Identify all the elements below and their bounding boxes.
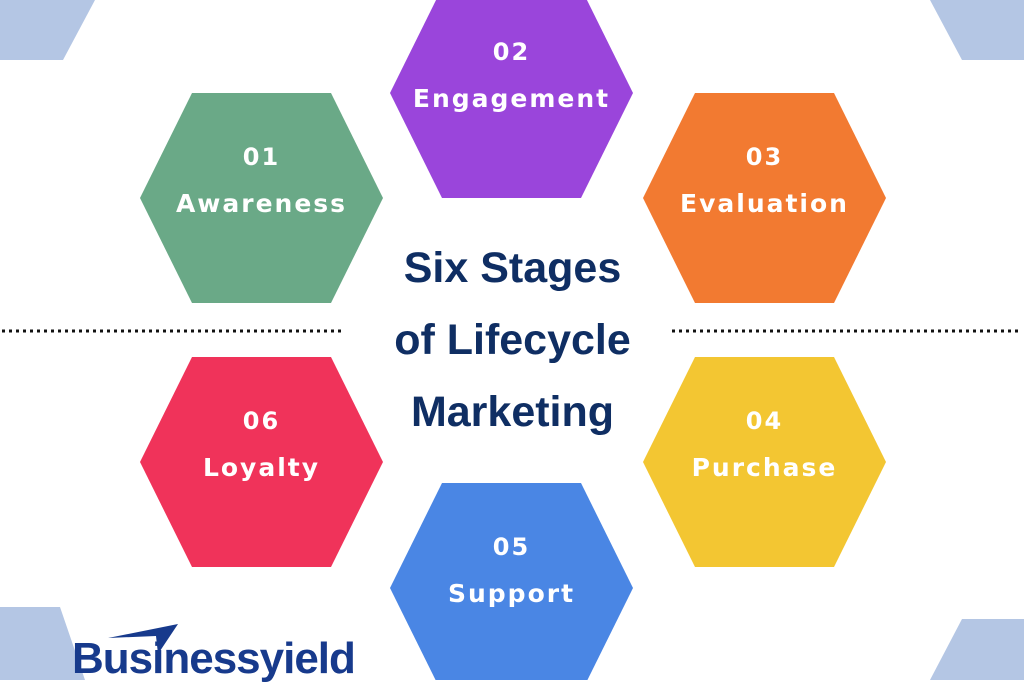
title-line-2: of Lifecycle — [394, 316, 631, 364]
stage-name: Purchase — [691, 453, 838, 482]
title-line-1: Six Stages — [403, 244, 622, 292]
corner-shape-top-right — [930, 0, 1024, 60]
corner-shape-bottom-right — [930, 619, 1024, 680]
stage-name: Loyalty — [202, 453, 321, 482]
hexagon-engagement — [390, 0, 633, 198]
stage-number: 04 — [745, 407, 784, 435]
businessyield-logo: Businessyield — [72, 624, 356, 683]
stage-number: 02 — [492, 38, 531, 66]
stage-number: 01 — [242, 143, 281, 171]
hexagon-purchase — [643, 357, 886, 567]
logo-arrow-icon — [108, 624, 178, 654]
stage-number: 06 — [242, 407, 281, 435]
stage-name: Awareness — [175, 189, 348, 218]
stage-number: 05 — [492, 533, 531, 561]
title-line-3: Marketing — [410, 388, 615, 436]
stage-name: Engagement — [412, 84, 611, 113]
stage-name: Support — [447, 579, 576, 608]
logo-text: Businessyield — [72, 634, 356, 683]
corner-shape-bottom-left — [0, 607, 85, 680]
hexagon-evaluation — [643, 93, 886, 303]
hexagon-support — [390, 483, 633, 680]
stage-name: Evaluation — [680, 189, 849, 218]
corner-shape-top-left — [0, 0, 95, 60]
hexagon-awareness — [140, 93, 383, 303]
stage-number: 03 — [745, 143, 784, 171]
diagram-title: Six Stages of Lifecycle Marketing — [345, 232, 680, 448]
hexagon-loyalty — [140, 357, 383, 567]
